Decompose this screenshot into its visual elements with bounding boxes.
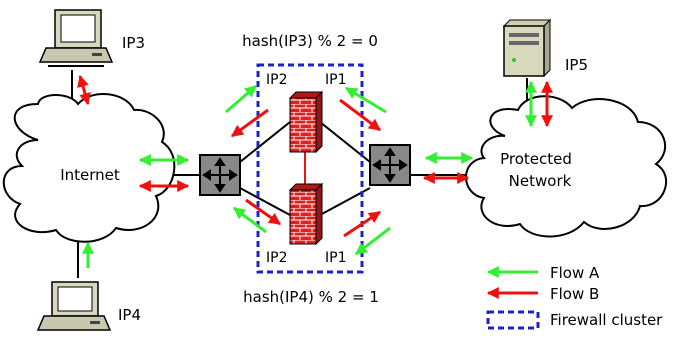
flow-a-arrow	[355, 226, 391, 256]
ip5-label: IP5	[565, 56, 588, 74]
cluster-top-right-ip-label: IP1	[325, 72, 346, 88]
flow-a-arrow	[225, 84, 257, 114]
flow-b-arrow	[231, 108, 269, 138]
cloud-icon	[2, 92, 176, 243]
network-switch-icon	[369, 144, 411, 186]
desktop-computer-icon	[38, 9, 114, 67]
cluster-bottom-right-ip-label: IP1	[325, 250, 346, 266]
flow-b-arrow	[245, 198, 281, 226]
flow-a-arrow	[233, 206, 267, 234]
flow-a-arrows	[82, 80, 538, 278]
legend-firewall-cluster-label: Firewall cluster	[550, 311, 663, 329]
flow-b-arrow	[343, 210, 381, 238]
hash-top-label: hash(IP3) % 2 = 0	[242, 32, 378, 50]
network-switch-icon	[199, 154, 241, 196]
ip4-label: IP4	[118, 306, 141, 324]
cluster-bottom-left-ip-label: IP2	[266, 250, 287, 266]
server-icon	[502, 18, 552, 78]
cluster-top-left-ip-label: IP2	[266, 72, 287, 88]
firewall-icon	[288, 90, 324, 154]
flow-b-arrow	[339, 98, 381, 132]
desktop-computer-icon	[36, 281, 112, 331]
ip3-label: IP3	[122, 34, 145, 52]
internet-label: Internet	[60, 166, 120, 184]
legend: Flow A Flow B Firewall cluster	[486, 264, 663, 330]
legend-flow-b-label: Flow B	[550, 285, 599, 303]
firewall-icon	[288, 182, 324, 246]
flow-a-arrow	[344, 86, 387, 114]
flow-b-arrows	[77, 74, 553, 299]
protected-network-label-line1: Protected	[500, 150, 572, 168]
link-switch-fw-top	[239, 121, 291, 163]
hash-bottom-label: hash(IP4) % 2 = 1	[243, 288, 379, 306]
legend-firewall-cluster-swatch	[486, 310, 540, 330]
protected-network-label-line2: Network	[509, 172, 572, 190]
legend-flow-a-label: Flow A	[550, 264, 600, 282]
firewall-cluster-box	[256, 63, 364, 274]
flow-b-arrow	[77, 74, 91, 106]
link-switch-fw-bottom	[239, 187, 291, 216]
cloud-icon	[465, 95, 667, 238]
